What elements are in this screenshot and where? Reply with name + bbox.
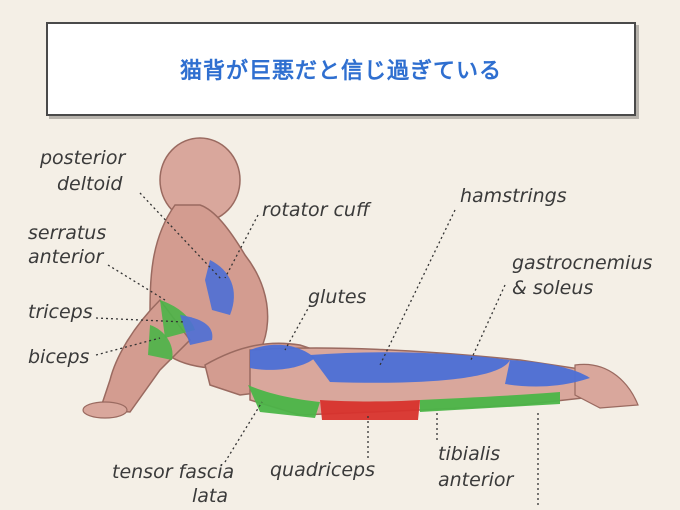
leader-tensor <box>224 401 263 463</box>
leader-lines <box>95 192 539 505</box>
biceps-muscle <box>148 325 173 360</box>
triceps-muscle <box>180 315 213 345</box>
label-deltoid: deltoid <box>57 173 123 195</box>
label-rotator-cuff: rotator cuff <box>262 199 370 221</box>
feet <box>574 363 639 409</box>
gastrocnemius-muscle <box>505 360 590 387</box>
label-triceps: triceps <box>28 301 93 323</box>
leader-glutes <box>284 304 311 351</box>
leader-rotator <box>224 214 259 279</box>
leader-serratus <box>107 264 166 301</box>
muscles <box>148 260 590 420</box>
label-serratus-anterior: anterior <box>28 246 104 268</box>
label-tensor-fascia: tensor fascia <box>112 461 235 483</box>
label-quadriceps: quadriceps <box>270 459 375 481</box>
tensor-fascia-muscle <box>248 385 320 418</box>
label-serratus: serratus <box>28 222 107 244</box>
label-soleus: & soleus <box>512 277 594 299</box>
leader-hamstrings <box>379 209 456 366</box>
label-gastrocnemius: gastrocnemius <box>512 252 653 274</box>
glutes-muscle <box>250 344 315 370</box>
hamstrings-muscle <box>310 352 510 383</box>
tibialis-muscle <box>420 392 560 412</box>
label-tibialis-anterior: anterior <box>438 469 514 491</box>
page-title: 猫背が巨悪だと信じ過ぎている <box>179 59 502 84</box>
leader-gastrocnemius <box>469 284 506 363</box>
label-biceps: biceps <box>28 346 90 368</box>
label-glutes: glutes <box>308 286 367 308</box>
hand <box>82 401 128 419</box>
leader-biceps <box>95 337 161 356</box>
label-posterior: posterior <box>40 147 126 169</box>
title-box: 猫背が巨悪だと信じ過ぎている <box>46 22 636 116</box>
label-hamstrings: hamstrings <box>460 185 567 207</box>
label-tibialis: tibialis <box>438 443 501 465</box>
quadriceps-muscle <box>320 400 420 420</box>
label-lata: lata <box>192 485 229 507</box>
